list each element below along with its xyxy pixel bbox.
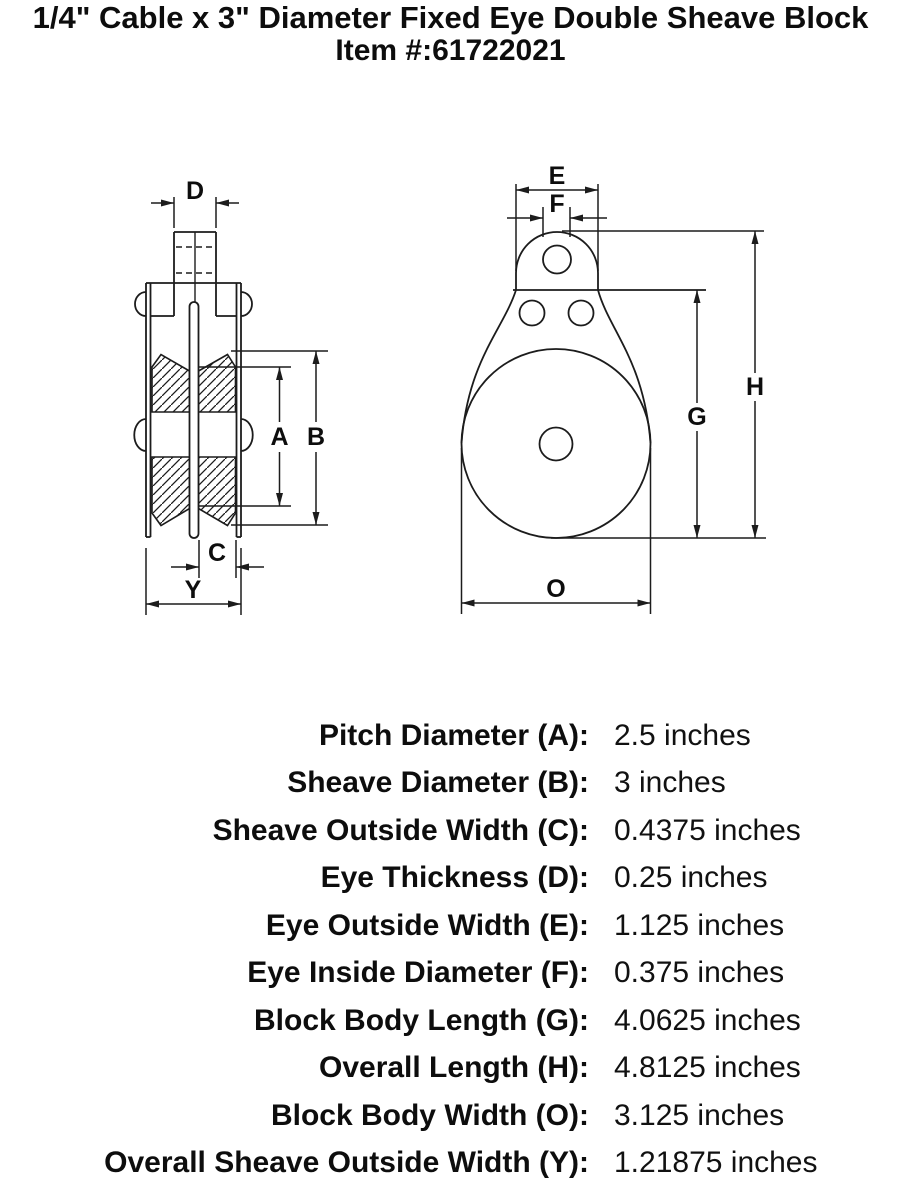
- spec-value: 0.375 inches: [614, 956, 785, 990]
- bolt-hole-right: [567, 299, 595, 327]
- dim-label-h: H: [746, 373, 764, 401]
- dimension-y: [145, 548, 242, 615]
- spec-value: 1.21875 inches: [614, 1146, 818, 1180]
- spec-label: Overall Sheave Outside Width (Y):: [104, 1146, 589, 1180]
- rivet-bumps: [133, 291, 254, 452]
- side-plates: [145, 282, 242, 538]
- spec-value: 2.5 inches: [614, 718, 751, 752]
- eye-hole: [542, 244, 572, 275]
- spec-value: 3 inches: [614, 766, 726, 800]
- title-block: 1/4" Cable x 3" Diameter Fixed Eye Doubl…: [0, 1, 901, 67]
- spec-value: 4.0625 inches: [614, 1003, 801, 1037]
- sheave-circle: [460, 348, 652, 539]
- spec-row-eye-thickness: Eye Thickness (D): 0.25 inches: [0, 855, 901, 903]
- spec-row-sheave-diameter: Sheave Diameter (B): 3 inches: [0, 760, 901, 808]
- dim-label-b: B: [307, 423, 325, 451]
- side-view: [133, 197, 328, 615]
- center-pin: [188, 301, 200, 539]
- spec-value: 0.4375 inches: [614, 813, 801, 847]
- dim-label-y: Y: [185, 576, 202, 604]
- dim-label-d: D: [186, 177, 204, 205]
- spec-label: Eye Inside Diameter (F):: [247, 956, 589, 990]
- spec-label: Eye Outside Width (E):: [265, 908, 589, 942]
- spec-row-overall-sheave-outside-width: Overall Sheave Outside Width (Y): 1.2187…: [0, 1140, 901, 1188]
- dim-label-o: O: [546, 575, 565, 603]
- dim-label-e: E: [549, 162, 566, 190]
- page-title: 1/4" Cable x 3" Diameter Fixed Eye Doubl…: [32, 0, 869, 35]
- dimension-e: [515, 184, 599, 271]
- dimension-o: [460, 448, 652, 614]
- spec-value: 3.125 inches: [614, 1098, 785, 1132]
- spec-row-block-body-width: Block Body Width (O): 3.125 inches: [0, 1092, 901, 1140]
- spec-label: Block Body Length (G):: [254, 1003, 589, 1037]
- spec-value: 4.8125 inches: [614, 1051, 801, 1085]
- dimension-d: [151, 197, 239, 228]
- spec-row-pitch-diameter: Pitch Diameter (A): 2.5 inches: [0, 712, 901, 760]
- front-view: [460, 184, 766, 614]
- spec-value: 0.25 inches: [614, 861, 768, 895]
- dim-label-c: C: [208, 539, 226, 567]
- spec-row-eye-inside-diameter: Eye Inside Diameter (F): 0.375 inches: [0, 950, 901, 998]
- spec-row-block-body-length: Block Body Length (G): 4.0625 inches: [0, 997, 901, 1045]
- spec-label: Sheave Outside Width (C):: [212, 813, 589, 847]
- technical-drawing: D A B C Y E F G H O: [133, 162, 769, 615]
- bolt-hole-left: [518, 299, 546, 327]
- spec-label: Overall Length (H):: [318, 1051, 589, 1085]
- dim-label-a: A: [270, 423, 288, 451]
- dim-label-f: F: [549, 190, 564, 218]
- spec-label: Pitch Diameter (A):: [318, 718, 589, 752]
- sheave-sections: [151, 353, 237, 527]
- spec-row-overall-length: Overall Length (H): 4.8125 inches: [0, 1045, 901, 1093]
- axle-hole: [538, 426, 574, 462]
- spec-label: Block Body Width (O):: [270, 1098, 589, 1132]
- spec-table: Pitch Diameter (A): 2.5 inches Sheave Di…: [0, 712, 901, 1187]
- spec-row-eye-outside-width: Eye Outside Width (E): 1.125 inches: [0, 902, 901, 950]
- dimension-f: [507, 207, 607, 237]
- spec-label: Sheave Diameter (B):: [287, 766, 589, 800]
- block-body: [460, 289, 652, 539]
- fixed-eye: [515, 231, 599, 290]
- dimension-h: [562, 230, 764, 538]
- spec-row-sheave-outside-width: Sheave Outside Width (C): 0.4375 inches: [0, 807, 901, 855]
- dim-label-g: G: [687, 403, 706, 431]
- spec-label: Eye Thickness (D):: [320, 861, 589, 895]
- spec-value: 1.125 inches: [614, 908, 785, 942]
- item-number: Item #:61722021: [335, 34, 566, 67]
